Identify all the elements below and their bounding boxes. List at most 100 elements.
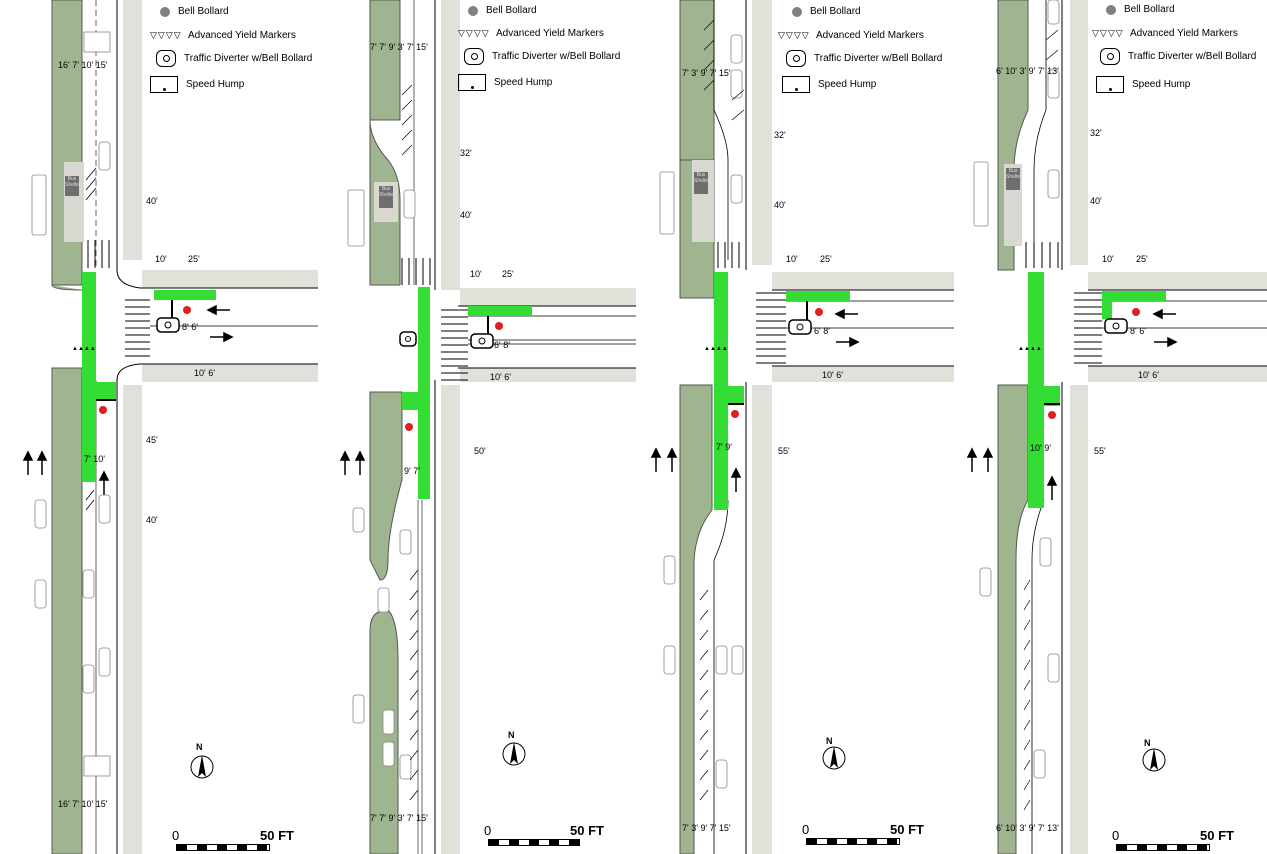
- scale-fifty: 50 FT: [1200, 828, 1234, 843]
- bottom-dimensions: 7' 3' 9' 7' 15': [682, 823, 731, 833]
- sidewalk: [142, 364, 318, 382]
- yield-markers: ▲▲▲▲: [1018, 346, 1042, 352]
- bell-bollard-icon: [160, 6, 170, 17]
- bell-bollard: [815, 308, 823, 316]
- bell-bollard: [1132, 308, 1140, 316]
- yield-marker-icon: ▽▽▽▽: [1092, 28, 1124, 38]
- scale-zero: 0: [802, 822, 810, 837]
- traffic-diverter: [788, 319, 812, 335]
- bell-bollard: [731, 410, 739, 418]
- legend-diverter: Traffic Diverter w/Bell Bollard: [1128, 51, 1257, 62]
- panel-3-plan: ▲▲▲▲: [650, 0, 954, 854]
- scale-zero: 0: [172, 828, 180, 843]
- bus-shelter: Bus Shelter: [1006, 168, 1022, 190]
- legend-speed-hump: Speed Hump: [186, 79, 245, 90]
- bus-shelter: Bus Shelter: [379, 186, 395, 208]
- north-arrow-icon: [1142, 748, 1166, 772]
- speed-hump-icon: [150, 76, 178, 93]
- dimension-label: 8' 6': [1130, 326, 1146, 336]
- dimension-label: 40': [146, 515, 158, 525]
- yield-marker-icon: ▽▽▽▽: [778, 30, 810, 40]
- speed-hump-icon: [782, 76, 810, 93]
- legend-yield-markers: Advanced Yield Markers: [816, 30, 924, 41]
- green-bike-lane: [402, 392, 418, 410]
- dimension-label: 55': [1094, 446, 1106, 456]
- top-dimensions: 7' 7' 9' 3' 7' 15': [370, 42, 428, 52]
- yield-markers: ▲▲▲▲: [72, 346, 96, 352]
- legend-speed-hump: Speed Hump: [494, 77, 553, 88]
- bell-bollard-icon: [792, 6, 802, 17]
- legend-diverter: Traffic Diverter w/Bell Bollard: [814, 53, 943, 64]
- scale-fifty: 50 FT: [570, 823, 604, 838]
- bottom-dimensions: 16' 7' 10' 15': [58, 799, 108, 809]
- legend: Bell Bollard ▽▽▽▽Advanced Yield Markers …: [1090, 0, 1267, 100]
- yield-marker-icon: ▽▽▽▽: [458, 28, 490, 38]
- dimension-label: 50': [474, 446, 486, 456]
- dimension-label: 10' 9': [1030, 443, 1051, 453]
- sidewalk: [1088, 272, 1267, 290]
- top-dimensions: 7' 3' 9' 7' 15': [682, 68, 731, 78]
- dimension-label: 10' 6': [194, 368, 215, 378]
- panel-2-plan: [339, 0, 636, 854]
- panel-1: ▲▲▲▲ Bus Sh: [0, 0, 318, 854]
- dimension-label: 10': [786, 254, 798, 264]
- scale-zero: 0: [484, 823, 492, 838]
- north-arrow-icon: [502, 742, 526, 766]
- sidewalk: [460, 288, 636, 306]
- legend-yield-markers: Advanced Yield Markers: [188, 30, 296, 41]
- bus-shelter: Bus Shelter: [65, 176, 81, 196]
- traffic-diverter-icon: [786, 50, 806, 67]
- green-bike-lane: [714, 272, 728, 510]
- crosswalk: [1025, 242, 1102, 364]
- bus-pad: [64, 162, 84, 242]
- legend: Bell Bollard ▽▽▽▽Advanced Yield Markers …: [776, 0, 954, 100]
- sidewalk: [1070, 0, 1088, 265]
- legend: Bell Bollard ▽▽▽▽Advanced Yield Markers …: [150, 0, 318, 100]
- sidewalk: [460, 368, 636, 382]
- traffic-diverter: [470, 333, 494, 349]
- north-arrow-icon: [822, 746, 846, 770]
- dimension-label: 6' 8': [814, 326, 830, 336]
- dimension-label: 25': [1136, 254, 1148, 264]
- north-label: N: [826, 736, 833, 746]
- bell-bollard: [495, 322, 503, 330]
- median: [679, 0, 715, 161]
- legend-speed-hump: Speed Hump: [818, 79, 877, 90]
- legend-bell-bollard: Bell Bollard: [486, 5, 537, 16]
- dimension-label: 7' 10': [84, 454, 105, 464]
- green-bike-lane: [728, 386, 744, 404]
- legend: Bell Bollard ▽▽▽▽Advanced Yield Markers …: [458, 0, 636, 100]
- dimension-label: 6' 8': [494, 340, 510, 350]
- top-dimensions: 6' 10' 3' 9' 7' 13': [996, 66, 1059, 76]
- median: [997, 384, 1029, 854]
- yield-markers: ▲▲▲▲: [704, 346, 728, 352]
- lane-arrow: [22, 304, 234, 495]
- crosswalk: [401, 258, 468, 381]
- sidewalk: [441, 0, 460, 290]
- dimension-label: 8' 6': [182, 322, 198, 332]
- scale-bar: 0 50 FT: [802, 822, 942, 846]
- dimension-label: 40': [1090, 196, 1102, 206]
- legend-diverter: Traffic Diverter w/Bell Bollard: [492, 51, 621, 62]
- traffic-diverter-icon: [1100, 48, 1120, 65]
- green-bike-lane: [1028, 272, 1044, 508]
- dimension-label: 9' 7': [404, 466, 420, 476]
- sidewalk: [123, 0, 142, 260]
- dimension-label: 32': [774, 130, 786, 140]
- scale-bar: 0 50 FT: [484, 823, 624, 847]
- median: [679, 384, 713, 854]
- dimension-label: 40': [774, 200, 786, 210]
- legend-bell-bollard: Bell Bollard: [810, 6, 861, 17]
- green-bike-lane: [468, 306, 532, 316]
- sidewalk: [752, 0, 772, 265]
- sidewalk: [123, 385, 142, 854]
- green-bike-lane: [1044, 386, 1060, 406]
- crosswalk: [717, 242, 786, 364]
- bell-bollard: [99, 406, 107, 414]
- dimension-label: 25': [502, 269, 514, 279]
- legend-yield-markers: Advanced Yield Markers: [496, 28, 604, 39]
- sidewalk: [772, 272, 954, 290]
- panel-3: ▲▲▲▲ Bus Shelter 7' 3' 9' 7' 15' 7' 3' 9…: [636, 0, 954, 854]
- speed-hump-icon: [458, 74, 486, 91]
- scale-fifty: 50 FT: [890, 822, 924, 837]
